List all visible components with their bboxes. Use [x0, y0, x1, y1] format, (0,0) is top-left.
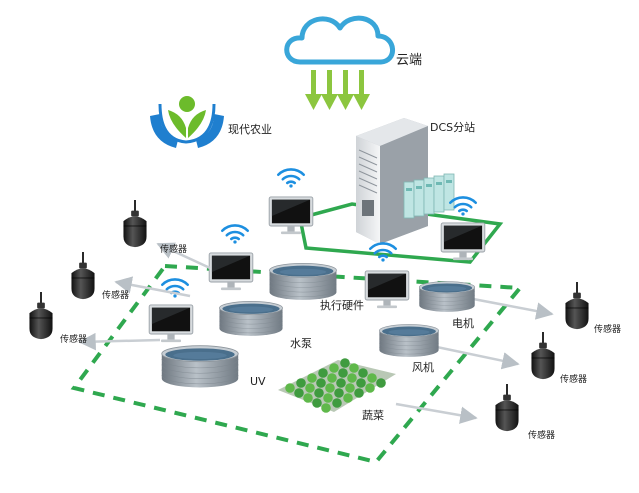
- plant: [349, 363, 359, 373]
- tank-icon: [378, 324, 440, 358]
- tank-icon: [161, 345, 239, 388]
- wifi-icon: [220, 224, 250, 244]
- tank-icon: [418, 281, 476, 313]
- plant: [343, 393, 353, 403]
- plant: [312, 398, 322, 408]
- logo-icon: [150, 96, 224, 148]
- plant: [340, 358, 350, 368]
- plant: [365, 383, 375, 393]
- link-left-2: [114, 276, 191, 298]
- tank-icon: [219, 301, 283, 337]
- sensor-icon: [564, 282, 590, 331]
- plant: [354, 388, 364, 398]
- module-rack-icon: [403, 173, 455, 219]
- link-right-1: [467, 296, 554, 320]
- plant: [367, 373, 377, 383]
- plant: [327, 373, 337, 383]
- plant: [316, 378, 326, 388]
- sensor-label-6: 传感器: [528, 431, 556, 441]
- link-right-3: [395, 402, 478, 424]
- sensor-label-1: 传感器: [160, 245, 188, 255]
- sensor-icon: [494, 384, 520, 433]
- fan-label: 风机: [412, 361, 434, 374]
- monitor-icon: [208, 252, 254, 291]
- plant: [321, 403, 331, 413]
- monitor-icon: [148, 304, 194, 343]
- wifi-icon: [276, 168, 306, 188]
- link-left-3: [78, 332, 161, 351]
- plant: [332, 398, 342, 408]
- monitor-icon: [440, 222, 486, 261]
- plant: [334, 388, 344, 398]
- plant-bed-icon: [278, 358, 396, 413]
- plant: [358, 368, 368, 378]
- plant: [296, 378, 306, 388]
- vegetables-label: 蔬菜: [362, 409, 384, 422]
- sensor-links: [78, 242, 554, 424]
- link-right-2: [431, 344, 520, 370]
- pump-label: 水泵: [290, 337, 312, 350]
- wifi-icon: [448, 196, 478, 216]
- wifi-icon: [368, 242, 398, 262]
- sensor-icon: [28, 292, 54, 341]
- uv-label: UV: [250, 375, 266, 388]
- sensor-label-2: 传感器: [102, 291, 130, 301]
- plant: [356, 378, 366, 388]
- plant: [294, 388, 304, 398]
- actuator-label: 执行硬件: [320, 299, 364, 312]
- cloud-icon: [284, 15, 395, 110]
- sensor-label-4: 传感器: [594, 325, 622, 335]
- link-left-1: [156, 242, 211, 270]
- sensor-icon: [70, 252, 96, 301]
- plant: [305, 383, 315, 393]
- plant: [303, 393, 313, 403]
- logo-label: 现代农业: [228, 123, 272, 136]
- plant: [347, 373, 357, 383]
- sensor-label-5: 传感器: [560, 375, 588, 385]
- server-icon: [356, 118, 428, 244]
- monitor-icon: [268, 196, 314, 235]
- plant: [307, 373, 317, 383]
- sensor-icon: [530, 332, 556, 381]
- sensor-label-3: 传感器: [60, 335, 88, 345]
- plant: [338, 368, 348, 378]
- monitor-icon: [364, 270, 410, 309]
- plant: [336, 378, 346, 388]
- plant: [376, 378, 386, 388]
- motor-label: 电机: [452, 317, 474, 330]
- plant: [329, 363, 339, 373]
- cloud-label: 云端: [396, 53, 423, 68]
- dcs-label: DCS分站: [430, 121, 476, 134]
- plant: [318, 368, 328, 378]
- plant: [325, 383, 335, 393]
- tank-icon: [269, 262, 337, 301]
- plant: [285, 383, 295, 393]
- plant: [314, 388, 324, 398]
- sensor-icon: [122, 200, 148, 249]
- plant: [345, 383, 355, 393]
- plant: [323, 393, 333, 403]
